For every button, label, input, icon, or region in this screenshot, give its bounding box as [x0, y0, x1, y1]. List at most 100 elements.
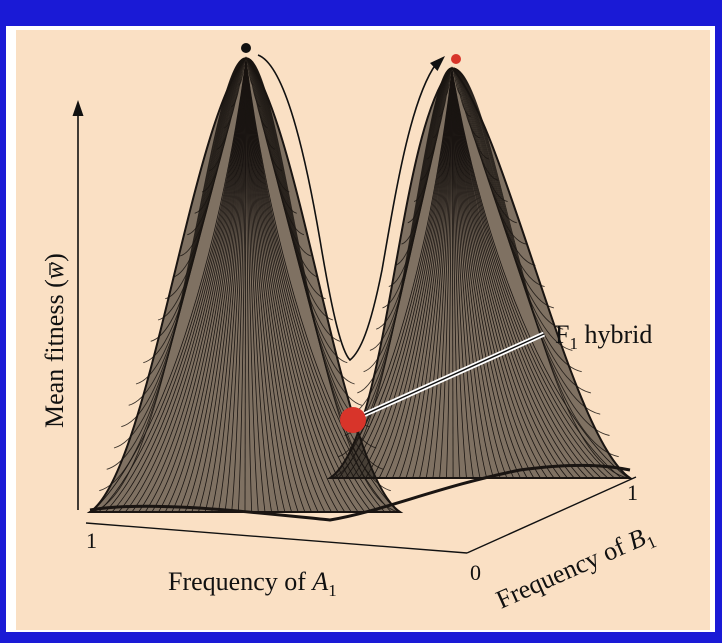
right-peak-meridian-line: [446, 69, 453, 479]
left-peak-meridian-line: [124, 59, 247, 513]
y-axis-arrow-icon: [72, 100, 84, 116]
left-peak-meridian-line: [118, 59, 247, 513]
left-peak-meridian-line: [245, 59, 379, 513]
surface-base-edge: [89, 463, 631, 522]
x-axis-line: [85, 522, 468, 554]
right-peak-marker: [451, 54, 461, 64]
right-peak-meridian-line: [451, 69, 548, 479]
left-peak-meridian-line: [245, 59, 266, 513]
left-peak-meridian-line: [245, 59, 259, 513]
left-peak-meridian-line: [191, 59, 247, 513]
left-peak-meridian-line: [245, 59, 392, 513]
left-peak-meridian-line: [245, 59, 332, 513]
left-peak-meridian-line: [111, 59, 247, 513]
left-peak-meridian-line: [164, 59, 247, 513]
right-peak-meridian-line: [451, 69, 609, 479]
left-peak-meridian-line: [218, 59, 247, 513]
right-peak-meridian-line: [392, 69, 453, 479]
y-axis-label: Mean fitness (w): [40, 253, 69, 428]
left-peak-meridian-line: [245, 59, 286, 513]
f1-hybrid-label: F1 hybrid: [555, 320, 652, 353]
right-peak-meridian-line: [451, 69, 622, 479]
left-peak-meridian-line: [245, 59, 359, 513]
right-peak-meridian-line: [412, 69, 453, 479]
left-peak-meridian-line: [245, 59, 312, 513]
left-peak-meridian-line: [245, 59, 319, 513]
right-peak-meridian-line: [372, 69, 453, 479]
left-peak-meridian-line: [158, 59, 247, 513]
right-peak-meridian-line: [365, 69, 453, 479]
left-peak-meridian-line: [224, 59, 247, 513]
right-peak-meridian-line: [398, 69, 453, 479]
right-peak-meridian-line: [451, 69, 508, 479]
surface-floor-outline: [89, 463, 631, 522]
right-peak-meridian-line: [451, 69, 501, 479]
x-axis-tick-0: 0: [470, 560, 481, 585]
f1-hybrid-marker: [340, 407, 366, 433]
left-peak-meridian-line: [237, 59, 247, 513]
left-peak-meridian-line: [245, 59, 399, 513]
right-peak-meridian-line: [451, 69, 555, 479]
right-peak-meridian-line: [451, 69, 494, 479]
left-peak-meridian-line: [245, 59, 366, 513]
evolutionary-path-arrow: [257, 54, 437, 362]
left-peak-meridian-line: [144, 59, 247, 513]
left-peak-meridian-line: [245, 59, 326, 513]
right-peak-meridian-line: [425, 69, 453, 479]
left-peak-meridian-line: [171, 59, 247, 513]
right-peak-meridian-line: [385, 69, 453, 479]
left-peak-meridian-line: [91, 59, 247, 513]
z-axis-line: [466, 476, 637, 554]
right-peak-meridian-line: [451, 69, 595, 479]
left-peak-meridian-line: [245, 59, 372, 513]
right-peak-meridian-line: [419, 69, 453, 479]
left-peak-meridian-line: [245, 59, 272, 513]
right-peak-meridian-line: [345, 69, 453, 479]
callout-line: [358, 333, 545, 418]
left-peak-meridian-line: [245, 59, 339, 513]
left-peak-meridian-line: [98, 59, 247, 513]
right-peak-meridian-line: [351, 69, 453, 479]
right-peak-meridian-line: [451, 69, 454, 479]
left-peak-meridian-line: [211, 59, 247, 513]
right-peak-meridian-line: [451, 69, 588, 479]
right-peak-meridian-line: [451, 69, 467, 479]
right-peak-meridian-line: [451, 69, 488, 479]
path-arrowhead-icon: [430, 56, 445, 71]
left-peak-meridian-line: [245, 59, 346, 513]
right-peak-meridian-line: [439, 69, 453, 479]
right-peak-meridian-line: [451, 69, 582, 479]
figure-panel: [16, 30, 710, 630]
z-axis-label: Frequency of B1: [492, 519, 660, 618]
right-peak-meridian-line: [451, 69, 521, 479]
right-peak-meridian-line: [451, 69, 481, 479]
right-peak-meridian-line: [432, 69, 453, 479]
right-peak-meridian-line: [451, 69, 514, 479]
z-axis-tick-1: 1: [627, 480, 638, 505]
x-axis-label: Frequency of A1: [168, 567, 337, 600]
left-peak-meridian-line: [105, 59, 247, 513]
right-peak-meridian-line: [451, 69, 562, 479]
left-peak-marker: [241, 43, 251, 53]
left-peak-meridian-line: [244, 59, 247, 513]
right-peak-meridian-line: [405, 69, 453, 479]
left-peak-meridian-line: [245, 59, 253, 513]
left-peak-meridian-line: [151, 59, 247, 513]
left-peak-meridian-line: [198, 59, 247, 513]
left-peak-meridian-line: [138, 59, 247, 513]
right-peak-meridian-line: [451, 69, 474, 479]
right-peak-meridian-line: [451, 69, 568, 479]
fitness-surface-mesh: [86, 56, 634, 513]
left-peak-meridian-line: [231, 59, 247, 513]
left-peak-meridian-line: [131, 59, 247, 513]
right-peak-meridian-line: [451, 69, 535, 479]
right-peak-meridian-line: [451, 69, 629, 479]
right-peak-meridian-line: [378, 69, 453, 479]
left-peak-meridian-line: [245, 59, 306, 513]
right-peak-meridian-line: [451, 69, 602, 479]
right-peak-meridian-line: [451, 69, 528, 479]
right-peak-meridian-line: [451, 69, 461, 479]
left-peak-meridian-line: [204, 59, 247, 513]
left-peak-meridian-line: [245, 59, 292, 513]
